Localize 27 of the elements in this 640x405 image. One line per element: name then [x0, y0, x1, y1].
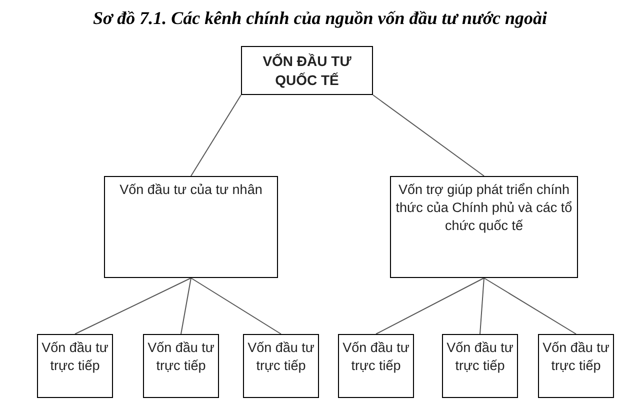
connector-line	[74, 278, 192, 334]
box	[104, 176, 278, 278]
connector-line	[190, 94, 242, 176]
box-label: Vốn đầu tư của tư nhân	[120, 181, 262, 199]
box-label: Vốn đầu tư trực tiếp	[342, 339, 410, 376]
connector-line	[180, 278, 192, 334]
box	[241, 46, 373, 95]
connector-line	[372, 94, 484, 176]
connector-line	[376, 278, 484, 334]
box	[538, 334, 614, 398]
box-label: Vốn đầu tư trực tiếp	[247, 339, 315, 376]
connector-line	[484, 278, 576, 334]
box	[37, 334, 113, 398]
connector-line	[190, 278, 282, 334]
box-label: Vốn trợ giúp phát triển chính thức của Chính phủ và các tổ chức quốc tế	[394, 181, 574, 236]
box	[338, 334, 414, 398]
box-label: VỐN ĐẦU TƯ QUỐC TẾ	[262, 52, 352, 90]
connector-line	[480, 278, 484, 334]
box	[143, 334, 219, 398]
box-label: Vốn đầu tư trực tiếp	[542, 339, 610, 376]
box-label: Vốn đầu tư trực tiếp	[446, 339, 514, 376]
box-label: Vốn đầu tư trực tiếp	[147, 339, 215, 376]
box	[243, 334, 319, 398]
box	[442, 334, 518, 398]
box-label: Vốn đầu tư trực tiếp	[41, 339, 109, 376]
diagram-title: Sơ đồ 7.1. Các kênh chính của nguồn vốn đầu tư nước ngoài	[92, 8, 548, 29]
box	[390, 176, 578, 278]
